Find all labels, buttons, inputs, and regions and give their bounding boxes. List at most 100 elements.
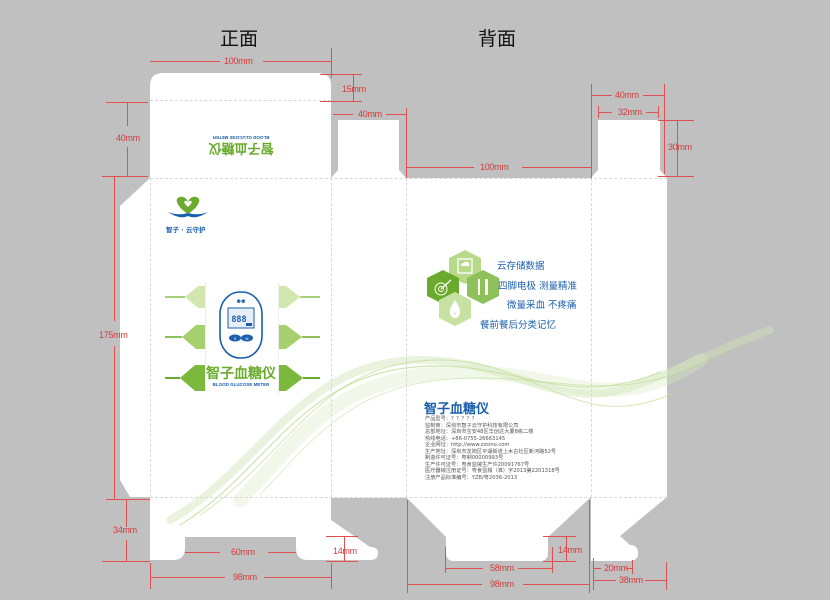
dim-line [632,560,633,574]
dim-line [407,500,408,593]
dim-line [591,100,592,178]
dim-line [593,568,601,569]
brand-name: 智子 · 云守护 [166,226,206,234]
dim-front-top-width: 100mm [224,56,253,66]
dim-line [566,536,567,561]
svg-text:M: M [246,337,249,341]
svg-text:S: S [234,337,237,341]
fold-line-bottom [150,497,667,498]
dim-line [543,561,576,562]
dim-line [593,558,594,590]
dim-line [331,48,332,78]
info-line: 生产许可证号：粤食监械生产许20091767号 [425,461,530,468]
svg-text:⚉⚉: ⚉⚉ [237,299,246,305]
front-title: 正面 [220,28,259,50]
dim-line [645,580,666,581]
feature-item: 四脚电极 测量精准 [498,281,578,292]
dim-line [666,562,667,590]
dim-line [445,568,483,569]
dim-line [326,561,358,562]
info-line: 监制商：深圳市智子云守护科技有限公司 [425,422,519,429]
feature-item: 餐前餐后分类记忆 [480,320,557,331]
dim-right-tab-height: 30mm [668,142,692,152]
dim-line [658,120,694,121]
dim-line [353,74,354,102]
dim-line [114,346,115,500]
fold-line-v2 [331,178,332,497]
feature-hexagons: + [427,250,499,326]
back-title: 背面 [478,28,517,50]
dim-line [591,84,592,104]
dim-line [264,577,331,578]
dim-line [445,547,446,573]
info-line: 医疗器械注册证号：粤食监械（准）字2013第2201318号 [425,468,560,474]
side-top-flap-left [331,120,406,178]
back-bottom-flap [406,497,591,561]
dim-line [150,577,225,578]
info-line: 热线电话：+86-0755-26663145 [425,435,506,442]
flap-product-name-en: BLOOD GLUCOSE METER [212,135,270,140]
dim-line [185,552,220,553]
dim-line [126,499,127,527]
dim-line [677,120,678,176]
side-bottom-flap-right [591,497,667,561]
hex-fork-knife [467,270,499,304]
dim-front-bottom-width: 98mm [233,572,257,582]
glucose-meter-icon: ⚉⚉ 888 S M [219,291,263,359]
dim-line [646,112,658,113]
dim-side-tab-width-left: 40mm [358,109,382,119]
dim-line [106,499,150,500]
svg-text:+: + [454,311,457,317]
heart-hands-icon [168,196,208,218]
dim-line [643,95,664,96]
dim-back-bottom-width: 98mm [490,579,514,589]
dim-line [598,112,612,113]
fold-line-v1 [150,178,151,497]
brand-logo: 智子 · 云守护 [166,194,214,234]
dim-back-width: 100mm [480,162,509,172]
dim-line [344,536,345,561]
info-line: 注册产品标准编号：YZB/粤2036-2013 [425,474,518,481]
dim-line [102,176,148,177]
hex-drop: + [439,292,471,326]
dim-right-bottom-outer: 38mm [619,575,643,585]
dim-line [406,108,407,178]
dim-line [320,74,362,75]
dim-line [114,176,115,321]
dim-line [406,167,474,168]
dim-back-bottom-notch: 58mm [490,563,514,573]
dim-line [552,547,553,573]
front-product-name: 智子血糖仪 BLOOD GLUCOSE METER [205,366,277,387]
dim-right-bottom-inner: 20mm [604,563,628,573]
dim-line [522,167,591,168]
back-product-name: 智子血糖仪 [424,402,490,417]
dim-body-height: 175mm [99,330,128,340]
dim-line [386,114,406,115]
green-swirl [166,326,774,526]
dim-line [268,552,296,553]
dim-line [593,580,616,581]
dim-line [518,568,552,569]
dim-line [126,540,127,562]
dim-right-tab-outer: 40mm [615,90,639,100]
right-side-panel [591,178,667,498]
dim-line [658,176,694,177]
info-line: 企业网址：http://www.zzsino.com [425,442,510,448]
dim-line [658,106,659,118]
dim-line [543,536,576,537]
info-line: 产品型号：？？？？？ [425,416,477,422]
side-top-flap-right [591,120,667,178]
front-product-name-cn: 智子血糖仪 [206,366,276,382]
dim-line [127,147,128,177]
dim-top-flap-height: 40mm [116,133,140,143]
dim-line [320,101,362,102]
front-bottom-flap [150,497,331,560]
feature-item: 微量采血 不疼痛 [507,300,577,311]
dim-front-bottom-notch: 60mm [231,547,255,557]
feature-item: 云存储数据 [497,261,545,272]
dim-line [589,500,590,593]
dim-line [331,563,332,589]
info-line: 制造许可证号：粤制00000993号 [425,455,504,461]
front-product-name-en: BLOOD GLUCOSE METER [212,382,270,387]
